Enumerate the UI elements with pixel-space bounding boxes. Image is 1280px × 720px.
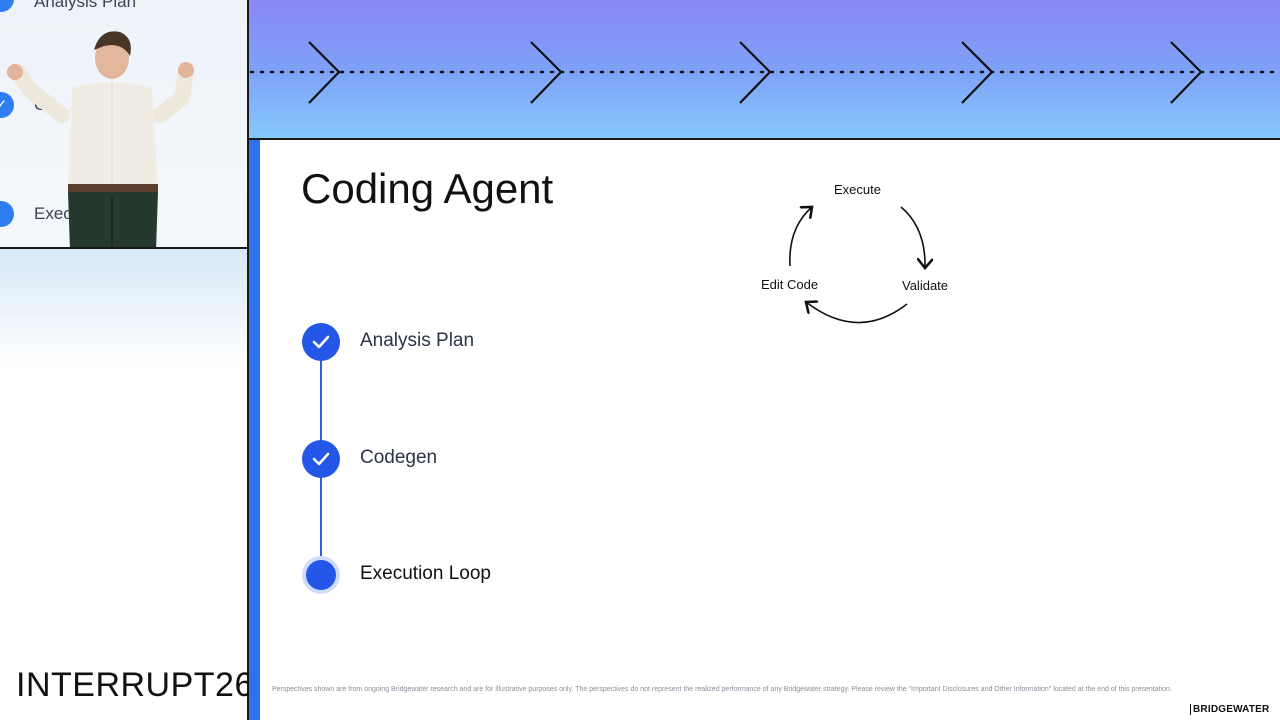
step-current-dot-icon [306,560,336,590]
step-label-codegen: Codegen [360,447,437,469]
step-done-check-icon [302,440,340,478]
company-logo: BRIDGEWATER [1190,704,1269,715]
step-label-analysis-plan: Analysis Plan [360,330,474,352]
cycle-node-edit-code: Edit Code [761,277,818,292]
speaker-video: Analysis Plan ✓ Co Exec p [0,0,247,249]
cycle-arrow-icon [790,207,812,266]
cycle-node-validate: Validate [902,278,948,293]
chevron-arrows-graphic [249,0,1280,138]
cycle-node-execute: Execute [834,182,881,197]
disclaimer-text: Perspectives shown are from ongoing Brid… [272,686,1202,693]
slide-title: Coding Agent [301,165,553,213]
speaker-panel: Analysis Plan ✓ Co Exec p INTERRUPT26 [0,0,249,720]
step-label-execution-loop: Execution Loop [360,563,491,585]
event-logo: INTERRUPT26 [16,666,254,705]
panel-gradient [0,249,247,369]
cycle-arrow-icon [901,207,925,268]
ghost-dot [0,0,14,12]
cycle-arrow-icon [806,302,907,323]
header-banner [249,0,1280,140]
step-done-check-icon [302,323,340,361]
ghost-label: Analysis Plan [34,0,136,12]
slide-accent-bar [249,140,260,720]
presenter-figure [0,20,247,249]
